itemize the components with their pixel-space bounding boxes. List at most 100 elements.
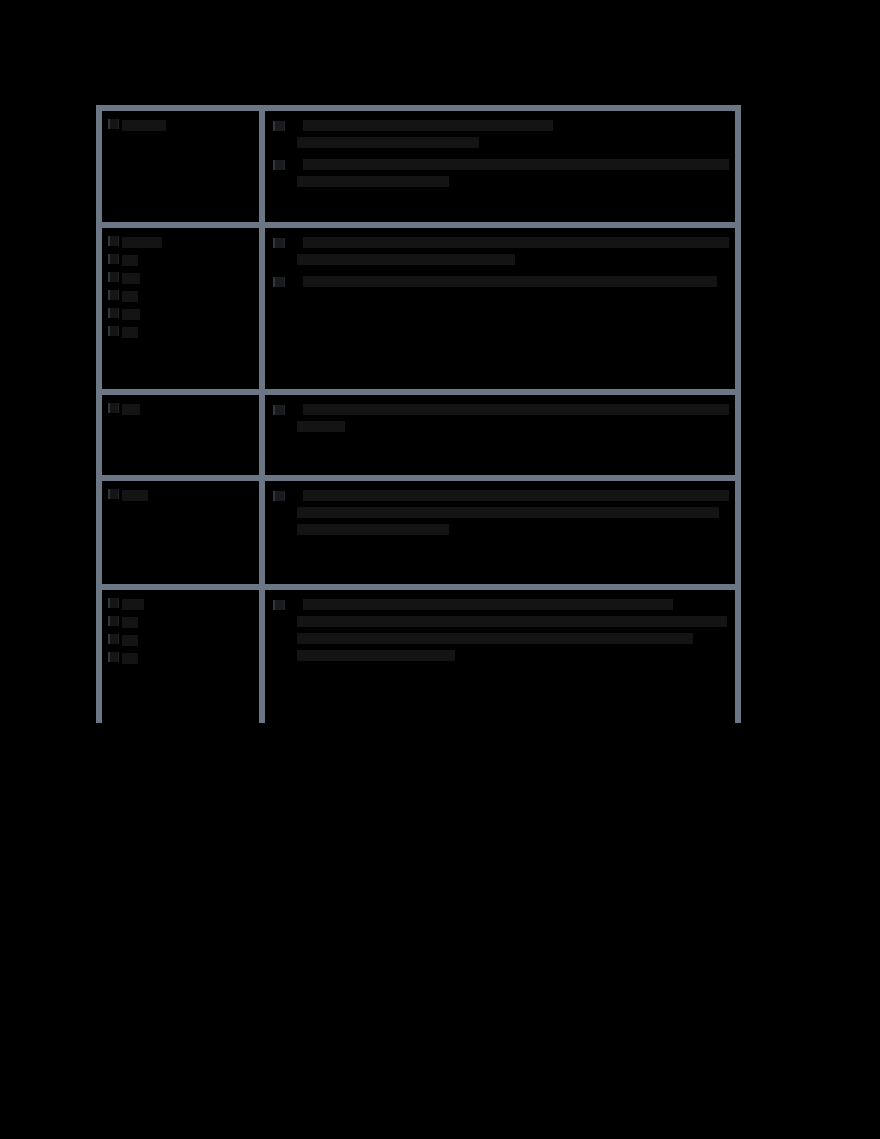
redacted-text-line bbox=[297, 253, 729, 266]
redaction-bar bbox=[303, 275, 717, 287]
row-content-cell bbox=[265, 481, 735, 584]
redaction-bar bbox=[297, 175, 449, 187]
label-line-wrap bbox=[106, 272, 253, 284]
redacted-marker-icon bbox=[273, 238, 285, 248]
redacted-text-line bbox=[297, 489, 729, 502]
redaction-bar bbox=[122, 403, 140, 415]
redacted-label-line bbox=[122, 634, 253, 646]
redacted-text-line bbox=[297, 632, 729, 645]
row-content-cell bbox=[265, 228, 735, 389]
redaction-bar bbox=[303, 403, 729, 415]
redaction-bar bbox=[122, 489, 148, 501]
redacted-marker-icon bbox=[273, 405, 285, 415]
redacted-marker-icon bbox=[273, 160, 285, 170]
label-line-wrap bbox=[106, 489, 253, 501]
content-table bbox=[96, 105, 741, 723]
redacted-marker-icon bbox=[108, 616, 119, 626]
redacted-paragraph bbox=[271, 489, 729, 536]
label-line-wrap bbox=[106, 254, 253, 266]
redacted-marker-icon bbox=[108, 308, 119, 318]
redacted-paragraph bbox=[271, 158, 729, 188]
redacted-marker-icon bbox=[108, 634, 119, 644]
label-line-wrap bbox=[106, 236, 253, 248]
label-line-wrap bbox=[106, 634, 253, 646]
redacted-text-line bbox=[297, 523, 729, 536]
row-label-cell bbox=[102, 228, 265, 389]
redacted-text-line bbox=[297, 598, 729, 611]
redacted-paragraph bbox=[271, 275, 729, 288]
row-content-cell bbox=[265, 395, 735, 475]
row-content-cell bbox=[265, 111, 735, 222]
redacted-label-line bbox=[122, 236, 253, 248]
redacted-text-line bbox=[297, 119, 729, 132]
redacted-text-line bbox=[297, 615, 729, 628]
redacted-marker-icon bbox=[108, 598, 119, 608]
redacted-label-line bbox=[122, 403, 253, 415]
redacted-label-line bbox=[122, 272, 253, 284]
redacted-paragraph bbox=[271, 236, 729, 266]
table-row bbox=[102, 481, 735, 590]
redaction-bar bbox=[297, 615, 727, 627]
redacted-text-line bbox=[297, 236, 729, 249]
redaction-bar bbox=[122, 652, 138, 664]
label-line-wrap bbox=[106, 403, 253, 415]
redacted-label-line bbox=[122, 290, 253, 302]
redacted-text-line bbox=[297, 506, 729, 519]
table-row bbox=[102, 228, 735, 395]
redacted-text-line bbox=[297, 649, 729, 662]
table-row bbox=[102, 590, 735, 723]
redacted-label-line bbox=[122, 119, 253, 131]
redaction-bar bbox=[122, 598, 144, 610]
redacted-text-line bbox=[297, 158, 729, 171]
redacted-marker-icon bbox=[108, 652, 119, 662]
label-line-wrap bbox=[106, 308, 253, 320]
redaction-bar bbox=[297, 649, 455, 661]
redacted-paragraph bbox=[271, 119, 729, 149]
redacted-paragraph bbox=[271, 403, 729, 433]
redaction-bar bbox=[297, 632, 693, 644]
redacted-marker-icon bbox=[273, 491, 285, 501]
redacted-label-line bbox=[122, 598, 253, 610]
redacted-label-line bbox=[122, 308, 253, 320]
redacted-marker-icon bbox=[108, 254, 119, 264]
redacted-text-line bbox=[297, 403, 729, 416]
redaction-bar bbox=[297, 420, 345, 432]
row-label-cell bbox=[102, 395, 265, 475]
label-line-wrap bbox=[106, 290, 253, 302]
redacted-text-line bbox=[297, 275, 729, 288]
row-label-cell bbox=[102, 590, 265, 723]
redaction-bar bbox=[122, 236, 162, 248]
redacted-label-line bbox=[122, 326, 253, 338]
redacted-paragraph bbox=[271, 598, 729, 662]
redacted-label-line bbox=[122, 254, 253, 266]
redacted-marker-icon bbox=[108, 326, 119, 336]
redacted-marker-icon bbox=[108, 236, 119, 246]
redaction-bar bbox=[303, 236, 729, 248]
redaction-bar bbox=[122, 634, 138, 646]
redaction-bar bbox=[303, 598, 673, 610]
redacted-marker-icon bbox=[108, 119, 119, 129]
redaction-bar bbox=[122, 616, 138, 628]
redacted-text-line bbox=[297, 175, 729, 188]
redacted-text-line bbox=[297, 136, 729, 149]
redaction-bar bbox=[122, 290, 138, 302]
redaction-bar bbox=[303, 489, 729, 501]
redaction-bar bbox=[122, 272, 140, 284]
redacted-marker-icon bbox=[108, 290, 119, 300]
redacted-label-line bbox=[122, 652, 253, 664]
redacted-marker-icon bbox=[273, 121, 285, 131]
redaction-bar bbox=[122, 254, 138, 266]
label-line-wrap bbox=[106, 119, 253, 131]
row-content-cell bbox=[265, 590, 735, 723]
redacted-marker-icon bbox=[108, 272, 119, 282]
table-row bbox=[102, 395, 735, 481]
redaction-bar bbox=[297, 136, 479, 148]
redaction-bar bbox=[297, 253, 515, 265]
table-row bbox=[102, 111, 735, 228]
row-label-cell bbox=[102, 111, 265, 222]
label-line-wrap bbox=[106, 652, 253, 664]
redacted-text-line bbox=[297, 420, 729, 433]
redaction-bar bbox=[297, 523, 449, 535]
redacted-marker-icon bbox=[108, 489, 119, 499]
